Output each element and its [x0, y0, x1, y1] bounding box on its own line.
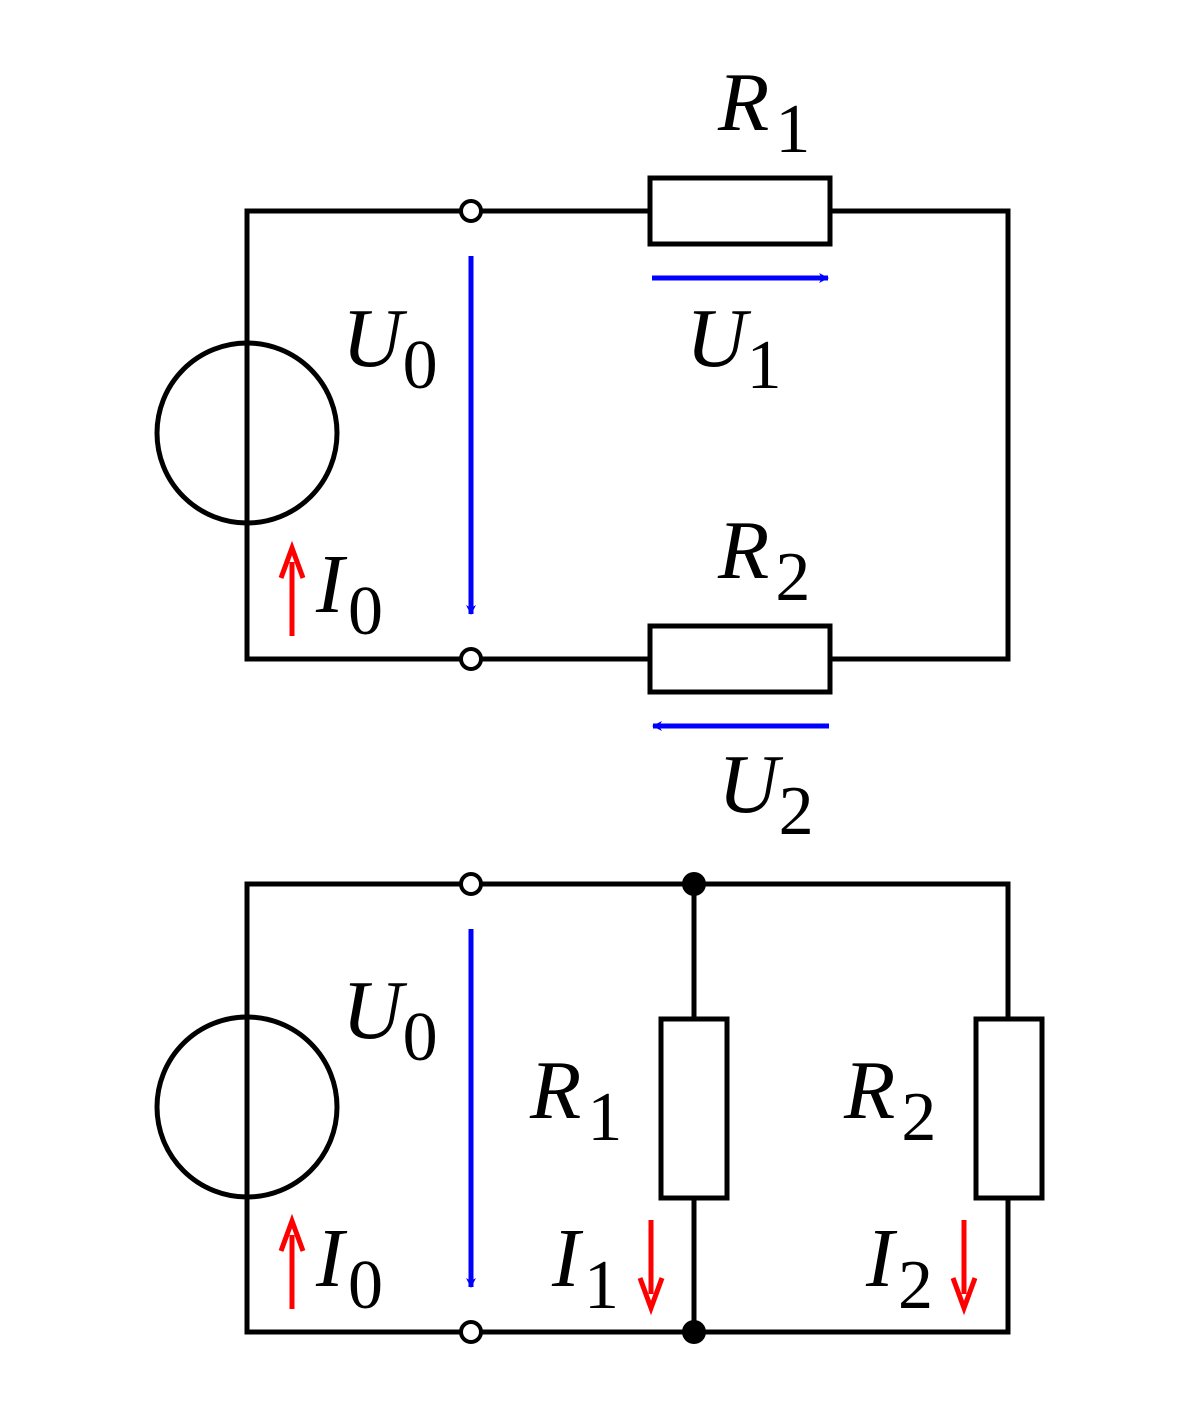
series-r1-label: R1 — [717, 56, 810, 168]
parallel-node-top — [682, 872, 706, 896]
parallel-r2-label: R2 — [843, 1044, 936, 1156]
parallel-resistor-r1 — [658, 1016, 730, 1201]
series-i0-arrow — [278, 540, 306, 636]
parallel-node-bottom — [682, 1320, 706, 1344]
series-u0-label: U0 — [342, 292, 438, 404]
parallel-r1-label: R1 — [529, 1044, 622, 1156]
parallel-voltage-source — [154, 1014, 340, 1200]
parallel-i1-arrow — [637, 1220, 665, 1316]
series-u1-label: U1 — [686, 292, 782, 404]
parallel-resistor-r2 — [973, 1016, 1045, 1201]
parallel-wire-loop — [244, 881, 1011, 1335]
series-i0-label: I0 — [315, 538, 383, 650]
parallel-terminal-bottom — [459, 1320, 483, 1344]
series-resistor-r2 — [647, 623, 833, 695]
series-resistor-r1 — [647, 175, 833, 247]
series-terminal-top — [459, 199, 483, 223]
parallel-i2-arrow — [950, 1220, 978, 1316]
parallel-i0-label: I0 — [315, 1212, 383, 1324]
parallel-circuit: U0 R1 R2 I0 I1 I2 — [154, 872, 1045, 1344]
series-terminal-bottom — [459, 647, 483, 671]
parallel-i0-arrow — [278, 1213, 306, 1309]
series-u2-label: U2 — [718, 738, 814, 850]
parallel-u0-label: U0 — [342, 964, 438, 1076]
series-wire-loop — [244, 208, 1011, 662]
parallel-terminal-top — [459, 872, 483, 896]
series-r2-label: R2 — [717, 504, 810, 616]
series-circuit: U0 R1 U1 R2 U2 I0 — [154, 56, 1011, 850]
parallel-i1-label: I1 — [551, 1212, 619, 1324]
parallel-i2-label: I2 — [865, 1212, 933, 1324]
series-voltage-source — [154, 340, 340, 526]
